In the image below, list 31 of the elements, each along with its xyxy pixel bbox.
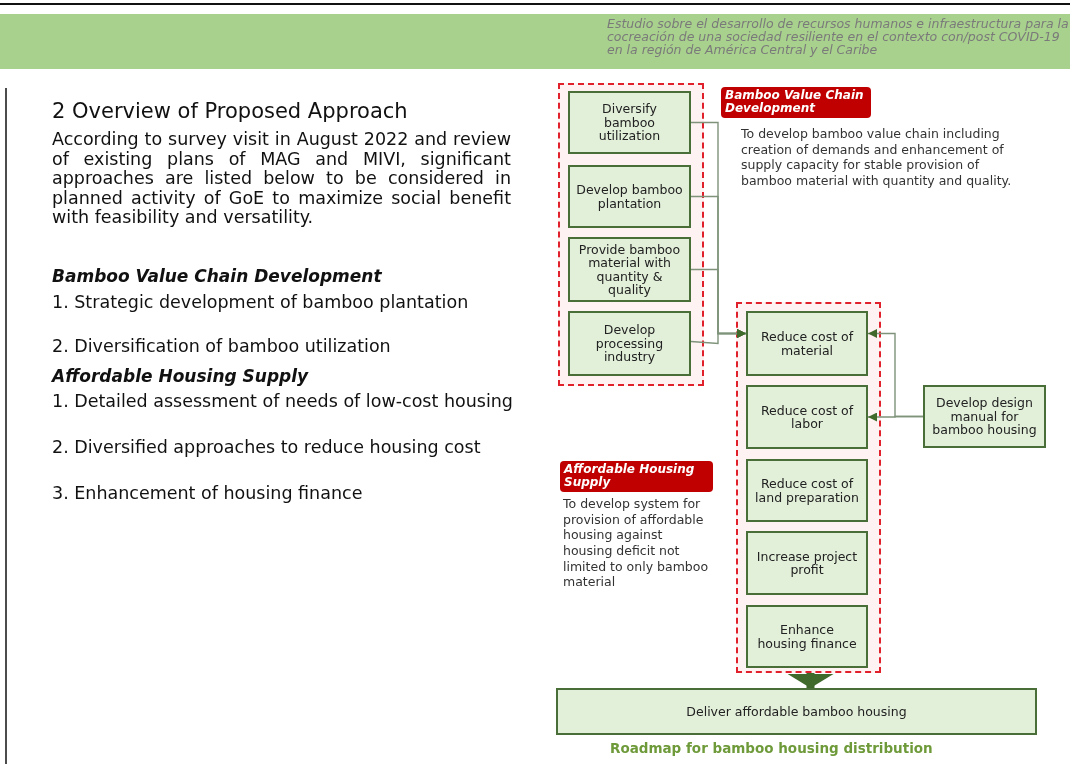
list-item: 2. Diversified approaches to reduce housing cost: [52, 438, 482, 458]
process-box: Develop design manual for bamboo housing: [923, 385, 1046, 448]
section-heading: Bamboo Value Chain Development: [52, 266, 383, 286]
list-item: 1. Detailed assessment of needs of low-cost housing: [52, 392, 514, 412]
process-box: Develop processing industry: [568, 311, 691, 376]
page-title: 2 Overview of Proposed Approach: [52, 99, 408, 123]
process-box: Increase project profit: [746, 531, 868, 595]
description-text: To develop bamboo value chain including creation of demands and enhancement of supply capacity for stable provision of bamboo material with quantity and quality.: [741, 126, 1013, 189]
dashed-group-frame: [736, 302, 881, 673]
process-box: Develop bamboo plantation: [568, 165, 691, 228]
header-text: Estudio sobre el desarrollo de recursos humanos e infraestructura para la cocreación de una sociedad resiliente en el contexto con/post COVID-19 en la región de América Central y el Caribe: [607, 17, 1069, 57]
section-heading: Affordable Housing Supply: [52, 366, 310, 386]
description-text: To develop system for provision of affordable housing against housing deficit not limited to only bamboo material: [563, 496, 710, 590]
connector-arrow: [867, 412, 924, 422]
process-box: Reduce cost of material: [746, 311, 868, 376]
connector-arrow: [690, 329, 747, 345]
process-box: Enhance housing finance: [746, 605, 868, 668]
list-item: 3. Enhancement of housing finance: [52, 484, 364, 504]
section-badge: Affordable Housing Supply: [560, 461, 713, 492]
process-box: Reduce cost of labor: [746, 385, 868, 449]
connector-arrow: [787, 673, 834, 688]
section-badge: Bamboo Value Chain Development: [721, 87, 871, 118]
list-item: 1. Strategic development of bamboo plantation: [52, 293, 470, 313]
process-box: Reduce cost of land preparation: [746, 459, 868, 522]
process-box: Diversify bamboo utilization: [568, 91, 691, 154]
list-item: 2. Diversification of bamboo utilization: [52, 337, 392, 357]
figure-caption: Roadmap for bamboo housing distribution: [610, 740, 933, 756]
process-box: Provide bamboo material with quantity & quality: [568, 237, 691, 302]
process-box: Deliver affordable bamboo housing: [556, 688, 1037, 735]
body-paragraph: According to survey visit in August 2022 and review of existing plans of MAG and MIVI, significant approaches are listed below to be considered in planned activity of GoE to maximize social benefit with feasibility and versatility.: [52, 130, 511, 228]
dashed-group-frame: [558, 83, 704, 386]
